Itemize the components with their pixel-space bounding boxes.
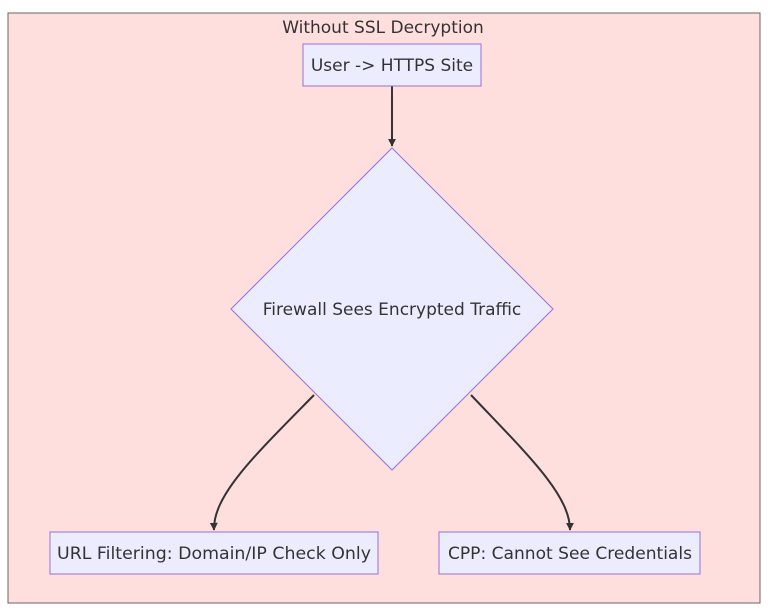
cluster-title: Without SSL Decryption <box>282 18 484 38</box>
node-firewall-sees-encrypted-traffic: Firewall Sees Encrypted Traffic <box>230 147 554 471</box>
edge-decision-to-cpp <box>470 394 574 531</box>
node-label-cpp-cannot-see-credentials: CPP: Cannot See Credentials <box>448 544 692 564</box>
node-label-firewall-sees-encrypted-traffic: Firewall Sees Encrypted Traffic <box>263 300 522 320</box>
edge-decision-to-url-filtering <box>209 394 315 531</box>
node-url-filtering: URL Filtering: Domain/IP Check Only <box>49 531 379 575</box>
node-box <box>438 531 701 575</box>
edges <box>209 86 574 531</box>
node-label-url-filtering: URL Filtering: Domain/IP Check Only <box>57 544 371 564</box>
node-box <box>302 43 482 87</box>
node-cpp-cannot-see-credentials: CPP: Cannot See Credentials <box>438 531 701 575</box>
node-label-user-https-site: User -> HTTPS Site <box>311 56 473 76</box>
node-box <box>49 531 379 575</box>
decision-diamond <box>230 147 554 471</box>
node-user-https-site: User -> HTTPS Site <box>302 43 482 87</box>
